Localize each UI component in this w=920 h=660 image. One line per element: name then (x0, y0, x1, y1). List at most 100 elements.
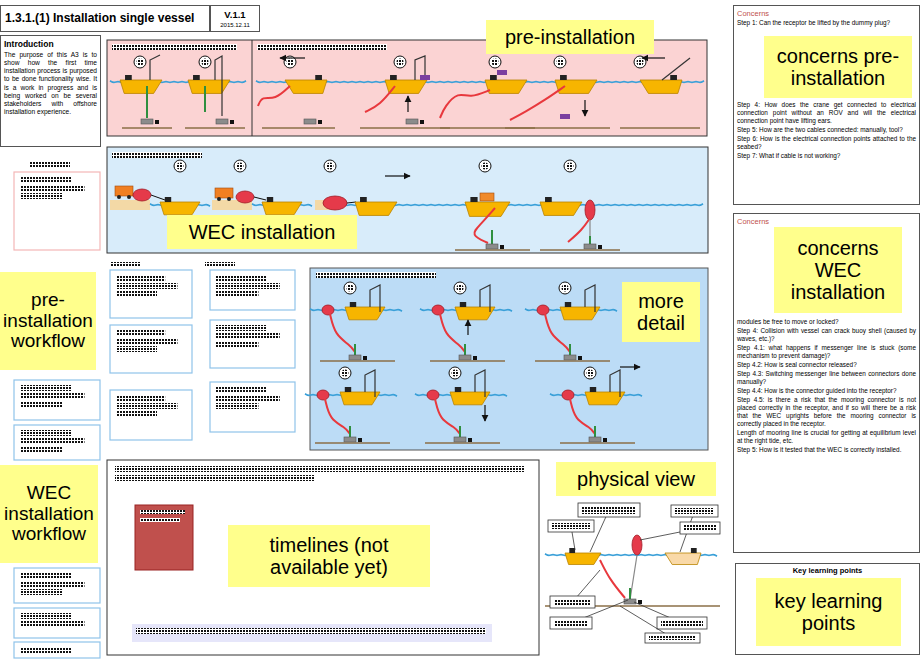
redacted-text (20, 385, 72, 391)
vessel-cabin (460, 302, 466, 307)
seabed-line (620, 127, 700, 129)
step-marker (554, 56, 566, 68)
seabed-line (185, 127, 245, 129)
step-marker-number (397, 59, 404, 66)
vessel-cabin (193, 75, 200, 80)
vessel-hull (285, 80, 327, 93)
redacted-text (216, 283, 280, 289)
section-tag: key learning points (756, 578, 901, 646)
redacted-text (20, 401, 63, 407)
seabed-line (560, 442, 635, 444)
vessel-hull (355, 202, 397, 215)
crane-arm (370, 285, 380, 312)
redacted-text (140, 518, 180, 522)
receptor-pole (594, 426, 596, 438)
redacted-text (316, 272, 436, 278)
connection-point (598, 245, 602, 249)
step-marker (344, 282, 356, 294)
seabed-line (455, 249, 530, 251)
seabed-line (122, 127, 172, 129)
vessel-cabin (350, 302, 356, 307)
vessel-cabin (345, 387, 351, 392)
redacted-text (140, 510, 185, 514)
vessel-cabin (691, 548, 697, 553)
motion-arrow (280, 57, 305, 58)
tag-text: physical view (577, 468, 695, 490)
vessel-hull (160, 202, 200, 215)
tow-line (254, 197, 266, 200)
redacted-text (649, 636, 696, 640)
page-title: 1.3.1.(1) Installation single vessel (0, 5, 210, 32)
wec-buoy (317, 390, 329, 400)
section-tag: WEC installation (167, 215, 357, 249)
motion-arrow (467, 320, 468, 335)
section-tag: more detail (622, 282, 700, 342)
redacted-text (20, 393, 85, 399)
shore-land (110, 200, 150, 210)
vessel-hull (262, 202, 302, 215)
power-cable (325, 399, 350, 434)
workflow-step-box (14, 380, 100, 420)
vessel-cabin (565, 302, 571, 307)
tag-text: WEC installation (189, 221, 336, 243)
vessel-cabin (165, 197, 171, 202)
connection-point (638, 600, 642, 604)
wec-buoy (427, 390, 439, 400)
seabed-line (425, 442, 500, 444)
mooring-anchor (216, 119, 228, 124)
redacted-text (20, 446, 63, 452)
box-body: Step 7: What if cable is not working? (737, 152, 916, 160)
vessel-hull (485, 80, 527, 93)
redacted-text (30, 162, 70, 168)
box-body: Step 4: How does the crane get connected… (737, 101, 916, 125)
power-cable (440, 90, 490, 118)
redacted-text (116, 403, 178, 409)
vessel-hull (345, 307, 385, 320)
tag-text: WEC installation workflow (0, 483, 98, 546)
redacted-text (216, 341, 259, 347)
receptor-pole (569, 344, 571, 356)
redacted-text (216, 325, 267, 331)
vessel-cabin (267, 197, 273, 202)
mooring-line (589, 220, 590, 244)
section-tag: concerns pre-installation (764, 36, 912, 98)
wec-buoy (133, 189, 151, 201)
vessel-hull (340, 392, 380, 405)
vessel-cabin (569, 548, 575, 553)
box-body: Step 4.1: what happens if messenger line… (737, 344, 916, 360)
workflow-step-box (110, 270, 192, 318)
step-marker-number (287, 59, 294, 66)
crane-arm (585, 285, 595, 312)
mooring-anchor (584, 244, 596, 249)
power-cable (568, 218, 590, 242)
redacted-text (216, 403, 259, 409)
wec-buoy (323, 196, 347, 210)
connector-module (560, 114, 570, 119)
box-heading: V.1.1 (212, 9, 258, 21)
motion-arrow (620, 366, 640, 367)
vessel-cabin (360, 197, 367, 202)
power-cable (330, 314, 355, 352)
redacted-text (20, 193, 63, 199)
tag-text: pre-installation (505, 26, 635, 48)
mooring-anchor (589, 437, 601, 442)
vessel-hull (555, 80, 597, 93)
step-marker-number (457, 285, 464, 292)
connection-point (155, 120, 159, 124)
box-heading: Introduction (4, 39, 97, 50)
power-cable (474, 208, 495, 243)
pre-installation-panel (107, 40, 707, 136)
panel-divider (252, 40, 253, 136)
receptor-pole (459, 426, 461, 438)
redacted-text (20, 177, 72, 183)
redacted-text (216, 395, 280, 401)
transport-truck (115, 186, 133, 196)
redacted-text (112, 44, 237, 50)
redacted-text (20, 621, 85, 627)
redacted-text (112, 152, 202, 158)
power-cable (510, 86, 565, 120)
section-tag: WEC installation workflow (0, 465, 98, 563)
truck-wheel (127, 195, 131, 199)
step-marker (199, 56, 211, 68)
redacted-text (116, 338, 178, 344)
